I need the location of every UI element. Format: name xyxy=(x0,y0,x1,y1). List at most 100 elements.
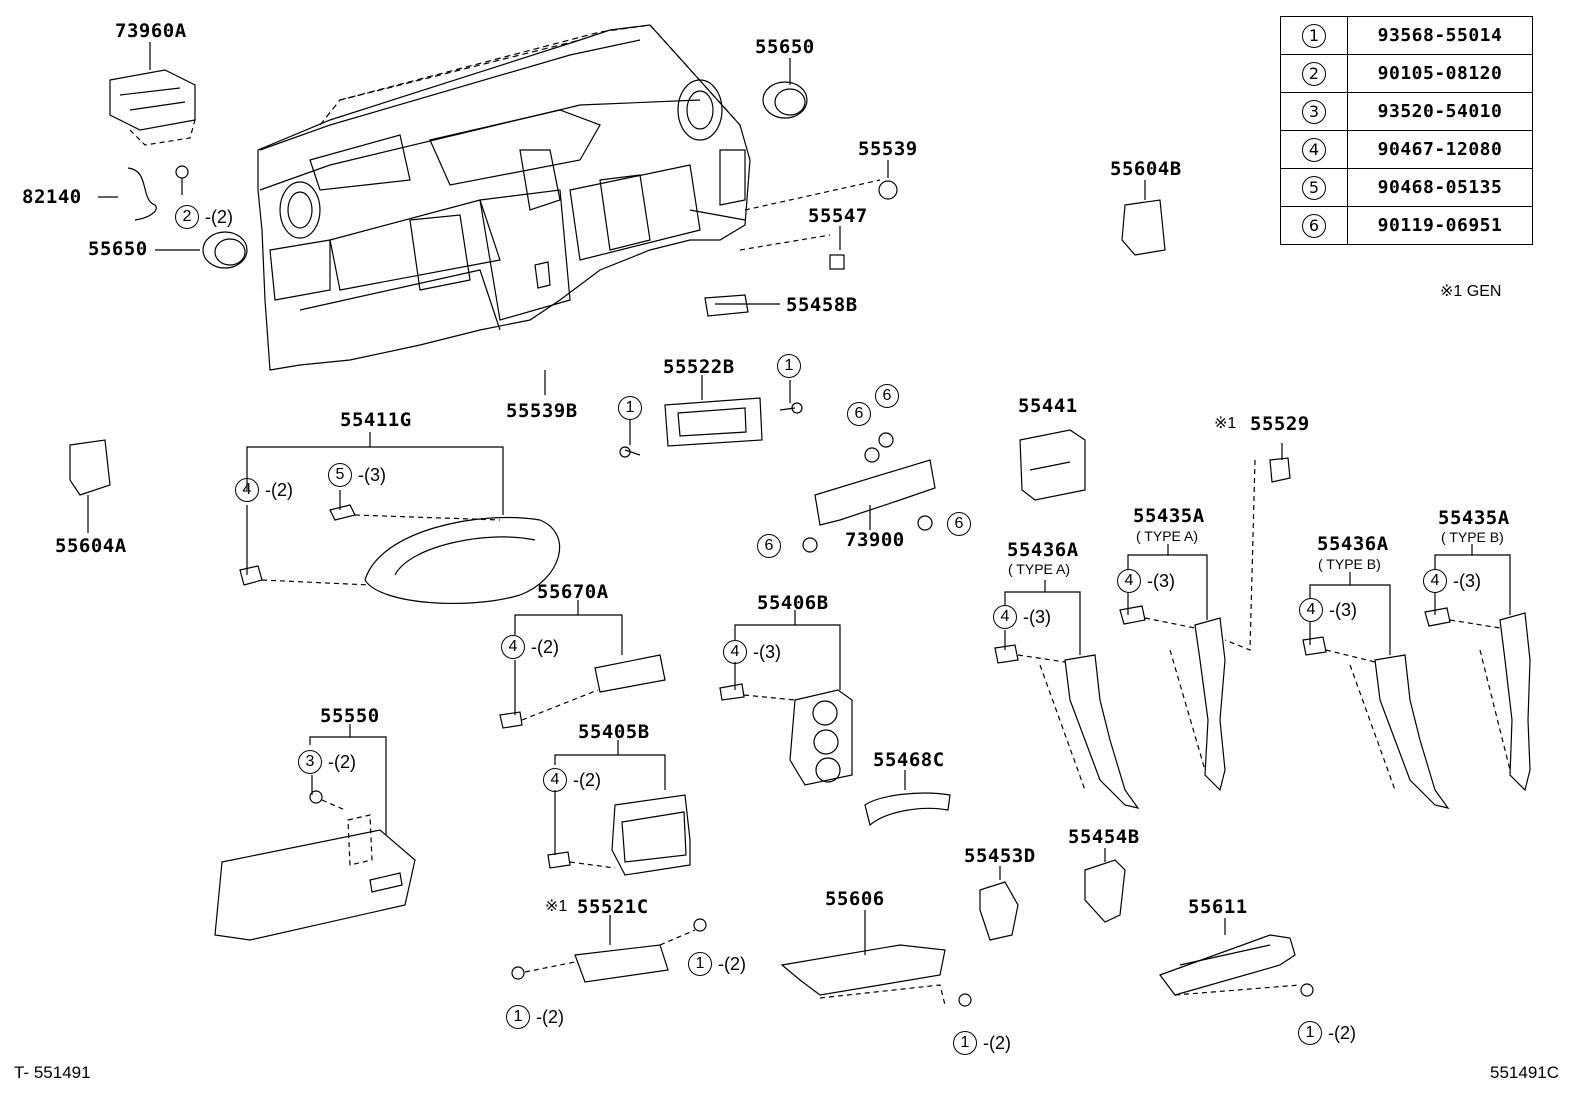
part-label-55453D: 55453D xyxy=(964,845,1036,867)
fastener-qty: -(2) xyxy=(536,1007,564,1027)
legend-row: 3 93520-54010 xyxy=(1280,92,1533,131)
type-label-55436A-b: ( TYPE B) xyxy=(1318,556,1381,572)
fastener-callout: 4 -(2) xyxy=(501,635,559,659)
part-label-55670A: 55670A xyxy=(537,581,609,603)
legend-number: 4 xyxy=(1302,137,1326,162)
fastener-number: 4 xyxy=(235,478,259,502)
leader-lines xyxy=(87,42,1511,955)
part-label-55436A-type-a: 55436A xyxy=(1007,539,1079,561)
fastener-qty: -(3) xyxy=(1023,607,1051,627)
legend-row: 6 90119-06951 xyxy=(1280,206,1533,245)
fastener-number: 4 xyxy=(1299,598,1323,622)
fastener-number: 1 xyxy=(1298,1021,1322,1045)
legend-row: 2 90105-08120 xyxy=(1280,54,1533,93)
type-label-55435A-b: ( TYPE B) xyxy=(1441,529,1504,545)
legend-number: 3 xyxy=(1302,99,1326,124)
fastener-callout: 4 -(3) xyxy=(1299,598,1357,622)
part-label-55604B: 55604B xyxy=(1110,158,1182,180)
fastener-qty: -(3) xyxy=(1147,571,1175,591)
fastener-callout: 5-(3) xyxy=(328,463,386,487)
fastener-qty: -(3) xyxy=(753,642,781,662)
part-label-73900: 73900 xyxy=(845,529,905,551)
part-label-55611: 55611 xyxy=(1188,896,1248,918)
gen-note: ※1 GEN xyxy=(1440,283,1502,300)
part-label-55441: 55441 xyxy=(1018,395,1078,417)
part-label-55521C: 55521C xyxy=(577,896,649,918)
fastener-qty: -(2) xyxy=(265,480,293,500)
part-drawings xyxy=(69,69,1531,1007)
fastener-legend-table: 1 93568-55014 2 90105-08120 3 93520-54010 4… xyxy=(1280,16,1533,245)
fastener-number: 6 xyxy=(757,534,781,558)
legend-part-number: 90105-08120 xyxy=(1347,54,1533,93)
part-label-55529: 55529 xyxy=(1250,413,1310,435)
type-label-55435A-a: ( TYPE A) xyxy=(1136,528,1198,544)
fastener-callout: 4-(3) xyxy=(1117,569,1175,593)
type-label-55436A-a: ( TYPE A) xyxy=(1008,561,1070,577)
fastener-number: 1 xyxy=(953,1031,977,1055)
fastener-callout: 1 xyxy=(777,354,805,378)
fastener-callout: 6 xyxy=(757,534,785,558)
part-label-55522B: 55522B xyxy=(663,356,735,378)
part-label-55550: 55550 xyxy=(320,705,380,727)
legend-part-number: 93568-55014 xyxy=(1347,16,1533,55)
fastener-number: 4 xyxy=(543,768,567,792)
legend-part-number: 90119-06951 xyxy=(1347,206,1533,245)
fastener-qty: -(2) xyxy=(718,954,746,974)
part-label-55454B: 55454B xyxy=(1068,826,1140,848)
part-label-55458B: 55458B xyxy=(786,294,858,316)
fastener-qty: -(2) xyxy=(531,637,559,657)
fastener-callout: 2 -(2) xyxy=(175,205,233,229)
fastener-qty: -(3) xyxy=(1329,600,1357,620)
fastener-number: 2 xyxy=(175,205,199,229)
fastener-callout: 6 xyxy=(847,402,875,426)
instrument-panel-drawing xyxy=(257,24,751,371)
fastener-callout: 1 -(2) xyxy=(688,952,746,976)
fastener-qty: -(2) xyxy=(205,207,233,227)
gen-mark-55521C: ※1 xyxy=(545,898,568,915)
part-label-55435A-type-b: 55435A xyxy=(1438,507,1510,529)
fastener-qty: -(3) xyxy=(1453,571,1481,591)
fastener-callout: 4 -(2) xyxy=(543,768,601,792)
fastener-callout: 6 xyxy=(947,512,975,536)
legend-row: 4 90467-12080 xyxy=(1280,130,1533,169)
fastener-number: 4 xyxy=(993,605,1017,629)
part-label-55539: 55539 xyxy=(858,138,918,160)
fastener-callout: 1-(2) xyxy=(1298,1021,1356,1045)
fastener-callout: 4 -(3) xyxy=(1423,569,1481,593)
part-label-55406B: 55406B xyxy=(757,592,829,614)
gen-mark-55529: ※1 xyxy=(1214,415,1237,432)
legend-number: 5 xyxy=(1302,175,1326,200)
legend-part-number: 90467-12080 xyxy=(1347,130,1533,169)
fastener-number: 6 xyxy=(847,402,871,426)
fastener-number: 6 xyxy=(947,512,971,536)
fastener-number: 4 xyxy=(1423,569,1447,593)
fastener-number: 6 xyxy=(875,384,899,408)
legend-number: 2 xyxy=(1302,61,1326,86)
fastener-callout: 1 xyxy=(618,396,646,420)
part-label-55604A: 55604A xyxy=(55,535,127,557)
fastener-number: 1 xyxy=(618,396,642,420)
fastener-qty: -(2) xyxy=(328,752,356,772)
part-label-55539B: 55539B xyxy=(506,400,578,422)
footer-diagram-id: T- 551491 xyxy=(14,1063,91,1082)
fastener-number: 3 xyxy=(298,750,322,774)
part-label-55650-top: 55650 xyxy=(755,36,815,58)
part-label-55435A-type-a: 55435A xyxy=(1133,505,1205,527)
fastener-number: 1 xyxy=(506,1005,530,1029)
fastener-number: 4 xyxy=(723,640,747,664)
fastener-number: 4 xyxy=(501,635,525,659)
legend-number: 6 xyxy=(1302,213,1326,238)
part-label-55606: 55606 xyxy=(825,888,885,910)
fastener-callout: 1-(2) xyxy=(953,1031,1011,1055)
fastener-number: 1 xyxy=(688,952,712,976)
legend-part-number: 93520-54010 xyxy=(1347,92,1533,131)
fastener-callout: 1 -(2) xyxy=(506,1005,564,1029)
legend-number: 1 xyxy=(1302,23,1326,48)
fastener-callout: 4 -(3) xyxy=(723,640,781,664)
part-label-55468C: 55468C xyxy=(873,749,945,771)
part-label-55405B: 55405B xyxy=(578,721,650,743)
fastener-callout: 6 xyxy=(875,384,903,408)
fastener-qty: -(2) xyxy=(573,770,601,790)
